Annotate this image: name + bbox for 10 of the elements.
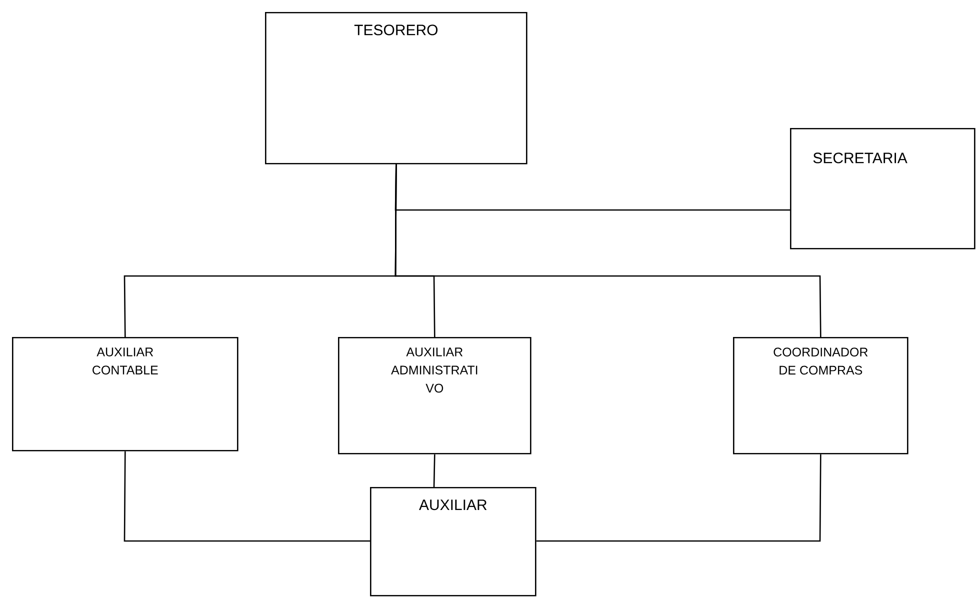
org-box: SECRETARIA [790,128,976,250]
connector-line [433,454,436,488]
org-box: AUXILIAR [370,487,536,596]
connector-line [394,164,822,338]
connector-line [536,454,822,542]
org-box: TESORERO [265,12,528,164]
org-box: COORDINADOR DE COMPRAS [733,337,908,454]
org-box: AUXILIAR ADMINISTRATI VO [338,337,532,454]
connector-line [124,451,370,542]
org-box: AUXILIAR CONTABLE [12,337,238,452]
